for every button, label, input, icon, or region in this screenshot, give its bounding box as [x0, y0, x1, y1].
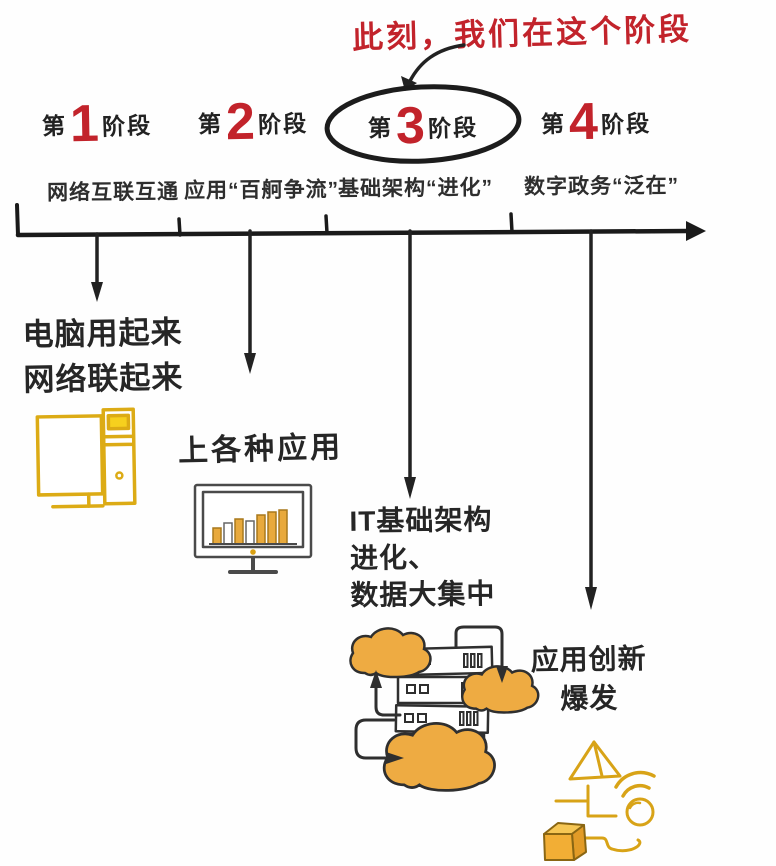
- stage-1-label: 第 1 阶段: [41, 94, 153, 154]
- detail-line: 上各种应用: [177, 430, 344, 469]
- stage-2-label: 第 2 阶段: [197, 92, 309, 152]
- server-cloud-icon: [349, 625, 540, 792]
- stage-2-detail-text: 上各种应用: [177, 422, 344, 470]
- detail-line: 进化、: [349, 541, 438, 574]
- down-arrow-stage-2-icon: [244, 229, 256, 374]
- stage-4-label: 第 4 阶段: [540, 92, 652, 152]
- stage-3-number: 3: [395, 96, 426, 156]
- down-arrow-stage-3-icon: [404, 229, 416, 499]
- stage-2-prefix: 第: [197, 110, 224, 138]
- stage-1-detail-text: 电脑用起来 网络联起来: [9, 310, 197, 403]
- detail-line: 爆发: [560, 682, 619, 715]
- stage-3-detail-text: IT基础架构 进化、 数据大集中: [349, 502, 495, 615]
- stage-4-prefix: 第: [540, 110, 567, 138]
- stage-4-number: 4: [568, 92, 599, 152]
- detail-line: 数据大集中: [350, 578, 496, 611]
- down-arrow-stage-4-icon: [585, 229, 597, 610]
- detail-line: 应用创新: [530, 642, 647, 677]
- innovation-burst-icon: [543, 740, 656, 861]
- stage-1-suffix: 阶段: [101, 112, 153, 140]
- stage-3-suffix: 阶段: [427, 114, 479, 142]
- monitor-chart-icon: [193, 483, 313, 574]
- stage-2-suffix: 阶段: [257, 110, 309, 138]
- stage-4-detail-text: 应用创新 爆发: [517, 639, 660, 720]
- stage-3-label: 第 3 阶段: [367, 96, 479, 156]
- desktop-computer-icon: [35, 407, 137, 509]
- stage-1-number: 1: [69, 94, 100, 154]
- detail-line: IT基础架构: [349, 504, 493, 537]
- detail-line: 电脑用起来: [22, 314, 183, 353]
- down-arrow-stage-1-icon: [91, 232, 103, 302]
- detail-line: 网络联起来: [23, 359, 184, 398]
- stage-2-number: 2: [225, 92, 256, 152]
- stage-1-prefix: 第: [41, 112, 68, 140]
- stage-3-highlight-ellipse: [324, 84, 522, 164]
- stage-4-suffix: 阶段: [600, 110, 652, 138]
- timeline-axis: [15, 203, 706, 241]
- stage-3-prefix: 第: [367, 114, 394, 142]
